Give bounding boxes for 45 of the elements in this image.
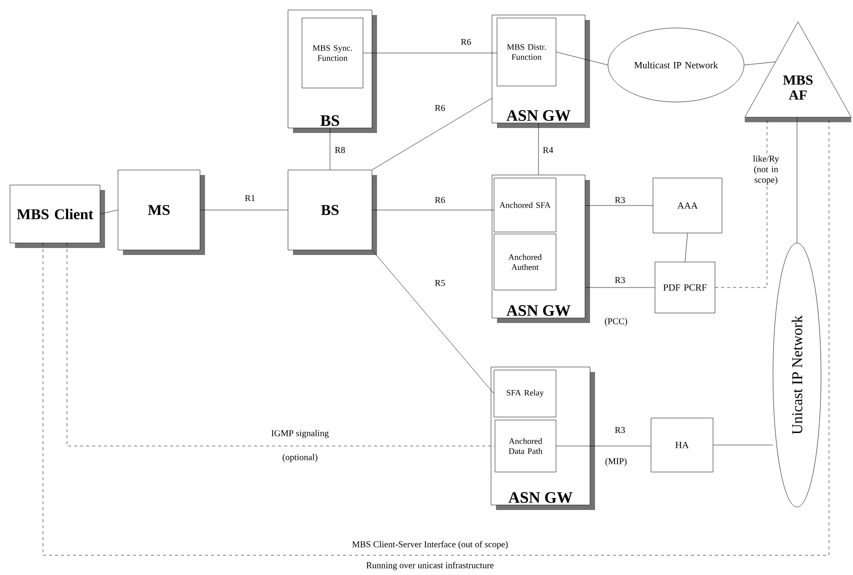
function-box: SFA Relay: [494, 370, 556, 418]
connector-line: [585, 205, 653, 206]
edge-label: R8: [335, 146, 345, 154]
server-triangle: MBS AF: [744, 22, 852, 122]
client-box: MBS Client: [10, 184, 105, 248]
connector-line: [684, 233, 688, 262]
edge-label: R6: [461, 38, 471, 46]
edge-label: IGMP signaling: [271, 430, 329, 438]
connector-line: [372, 250, 494, 394]
note-text: (optional): [282, 454, 318, 462]
edge-label: R5: [435, 280, 445, 286]
edge-label: R3: [615, 276, 625, 284]
connector-line: [585, 287, 655, 288]
server-box: HA: [650, 418, 714, 472]
connector-line: [556, 52, 608, 66]
edge-label: R6: [435, 196, 445, 204]
function-box: MBS Sync. Function: [302, 18, 364, 88]
connector-line: [796, 117, 798, 243]
node-label: MBS AF: [783, 75, 813, 100]
connector-line: [713, 444, 773, 446]
connector-line: [372, 98, 492, 170]
edge-label: R3: [615, 426, 625, 434]
function-box: MBS Distr. Function: [496, 18, 556, 86]
connector-line: [538, 123, 539, 175]
edge-label: R3: [615, 196, 625, 204]
edge-label: R1: [245, 195, 255, 201]
server-box: PDF PCRF: [654, 262, 716, 314]
note-text: (MIP): [605, 458, 627, 466]
edge-label: R6: [435, 104, 445, 112]
note-text: Running over unicast infrastructure: [366, 562, 494, 570]
station-box: BS: [288, 170, 377, 255]
function-box: Anchored Data Path: [494, 420, 556, 472]
station-box: MS: [118, 170, 205, 255]
connector-line: [363, 52, 497, 54]
function-box: Anchored SFA: [494, 178, 556, 232]
connector-line: [744, 62, 776, 66]
server-box: AAA: [652, 178, 722, 234]
function-box: Anchored Authent: [494, 234, 556, 290]
dashed-connector: [66, 243, 495, 446]
edge-label: MBS Client-Server Interface (out of scope): [352, 540, 508, 550]
edge-label: R4: [543, 147, 554, 153]
edge-label: like/Ry (not in scope): [753, 155, 780, 185]
connector-line: [100, 210, 118, 214]
dashed-connector: [42, 117, 830, 556]
note-text: (PCC): [604, 318, 628, 326]
